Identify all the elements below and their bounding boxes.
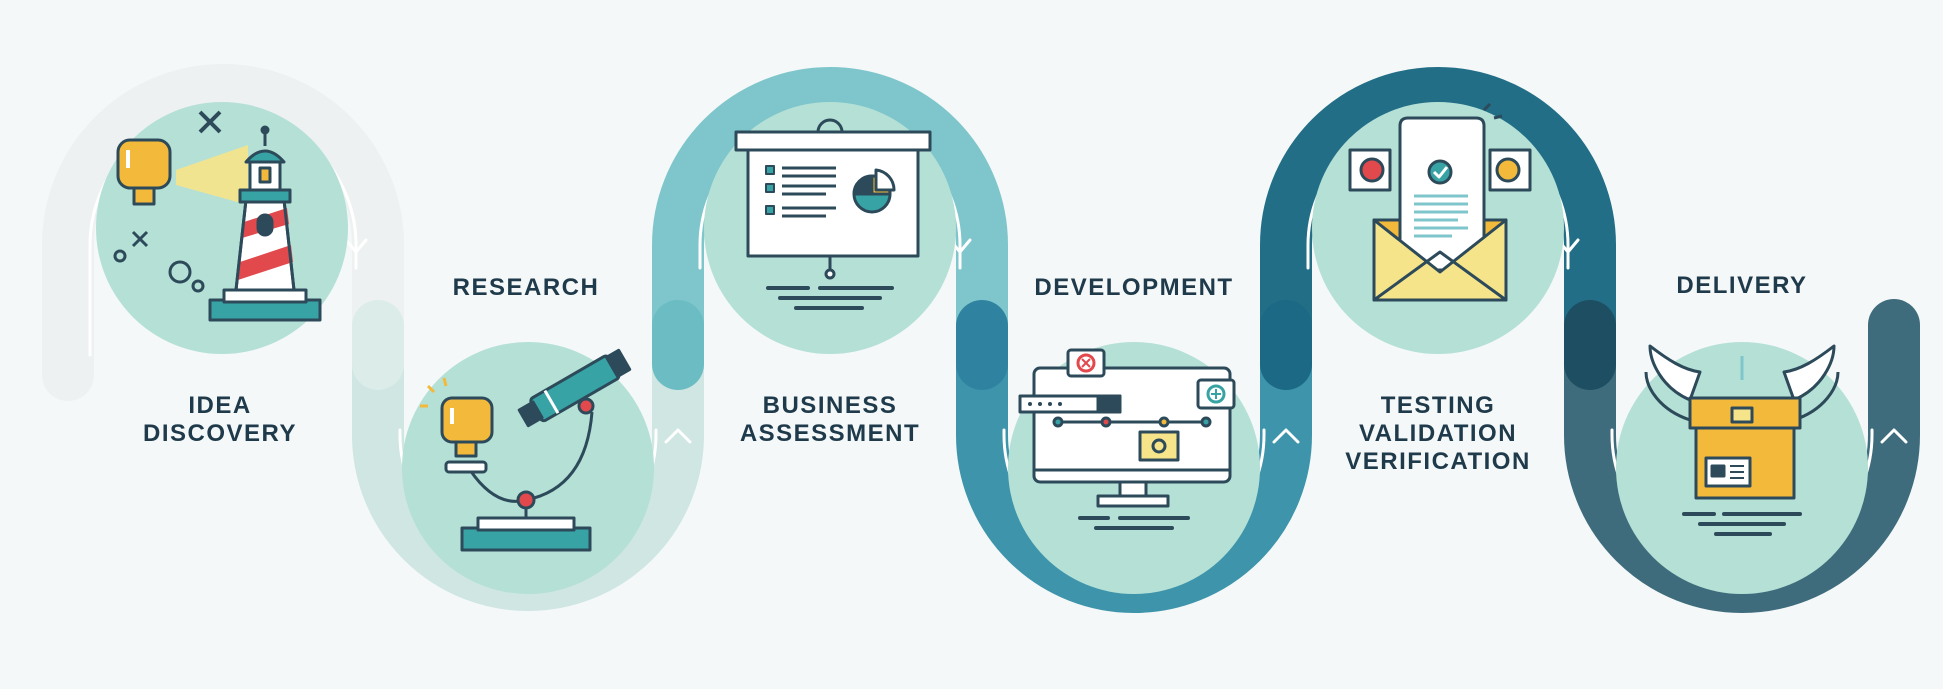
stage-label-business: BUSINESS ASSESSMENT: [720, 392, 940, 448]
envelope-document-icon: [1348, 102, 1532, 302]
desktop-monitor-icon: [1018, 348, 1236, 530]
arrow-up-icon: [1880, 428, 1908, 444]
stage-label-testing: TESTING VALIDATION VERIFICATION: [1328, 392, 1548, 476]
presentation-board-icon: [734, 118, 932, 310]
stage-label-line: DISCOVERY: [143, 420, 297, 447]
winged-box-icon: [1644, 344, 1840, 536]
stage-label-research: RESEARCH: [426, 274, 626, 302]
stage-label-line: ASSESSMENT: [739, 420, 921, 447]
stage-label-line: IDEA: [188, 392, 252, 419]
stage-label-line: VERIFICATION: [1345, 448, 1531, 475]
stage-label-development: DEVELOPMENT: [1024, 274, 1244, 302]
stage-label-line: DELIVERY: [1676, 272, 1808, 299]
arrow-up-icon: [664, 428, 692, 444]
stage-label-line: DEVELOPMENT: [1034, 274, 1234, 301]
stage-label-idea: IDEA DISCOVERY: [120, 392, 320, 448]
arrow-down-icon: [344, 238, 368, 254]
lighthouse-icon: [113, 110, 322, 322]
stage-label-line: TESTING: [1380, 392, 1496, 419]
stage-label-line: RESEARCH: [452, 274, 600, 301]
arrow-up-icon: [1272, 428, 1300, 444]
track-segment-3: [652, 67, 1008, 350]
track-segment-5: [1260, 67, 1616, 350]
stage-label-line: BUSINESS: [762, 392, 898, 419]
stage-label-delivery: DELIVERY: [1642, 272, 1842, 300]
microscope-icon: [420, 348, 632, 552]
track-segment-1: [42, 64, 404, 375]
stage-label-line: VALIDATION: [1358, 420, 1518, 447]
